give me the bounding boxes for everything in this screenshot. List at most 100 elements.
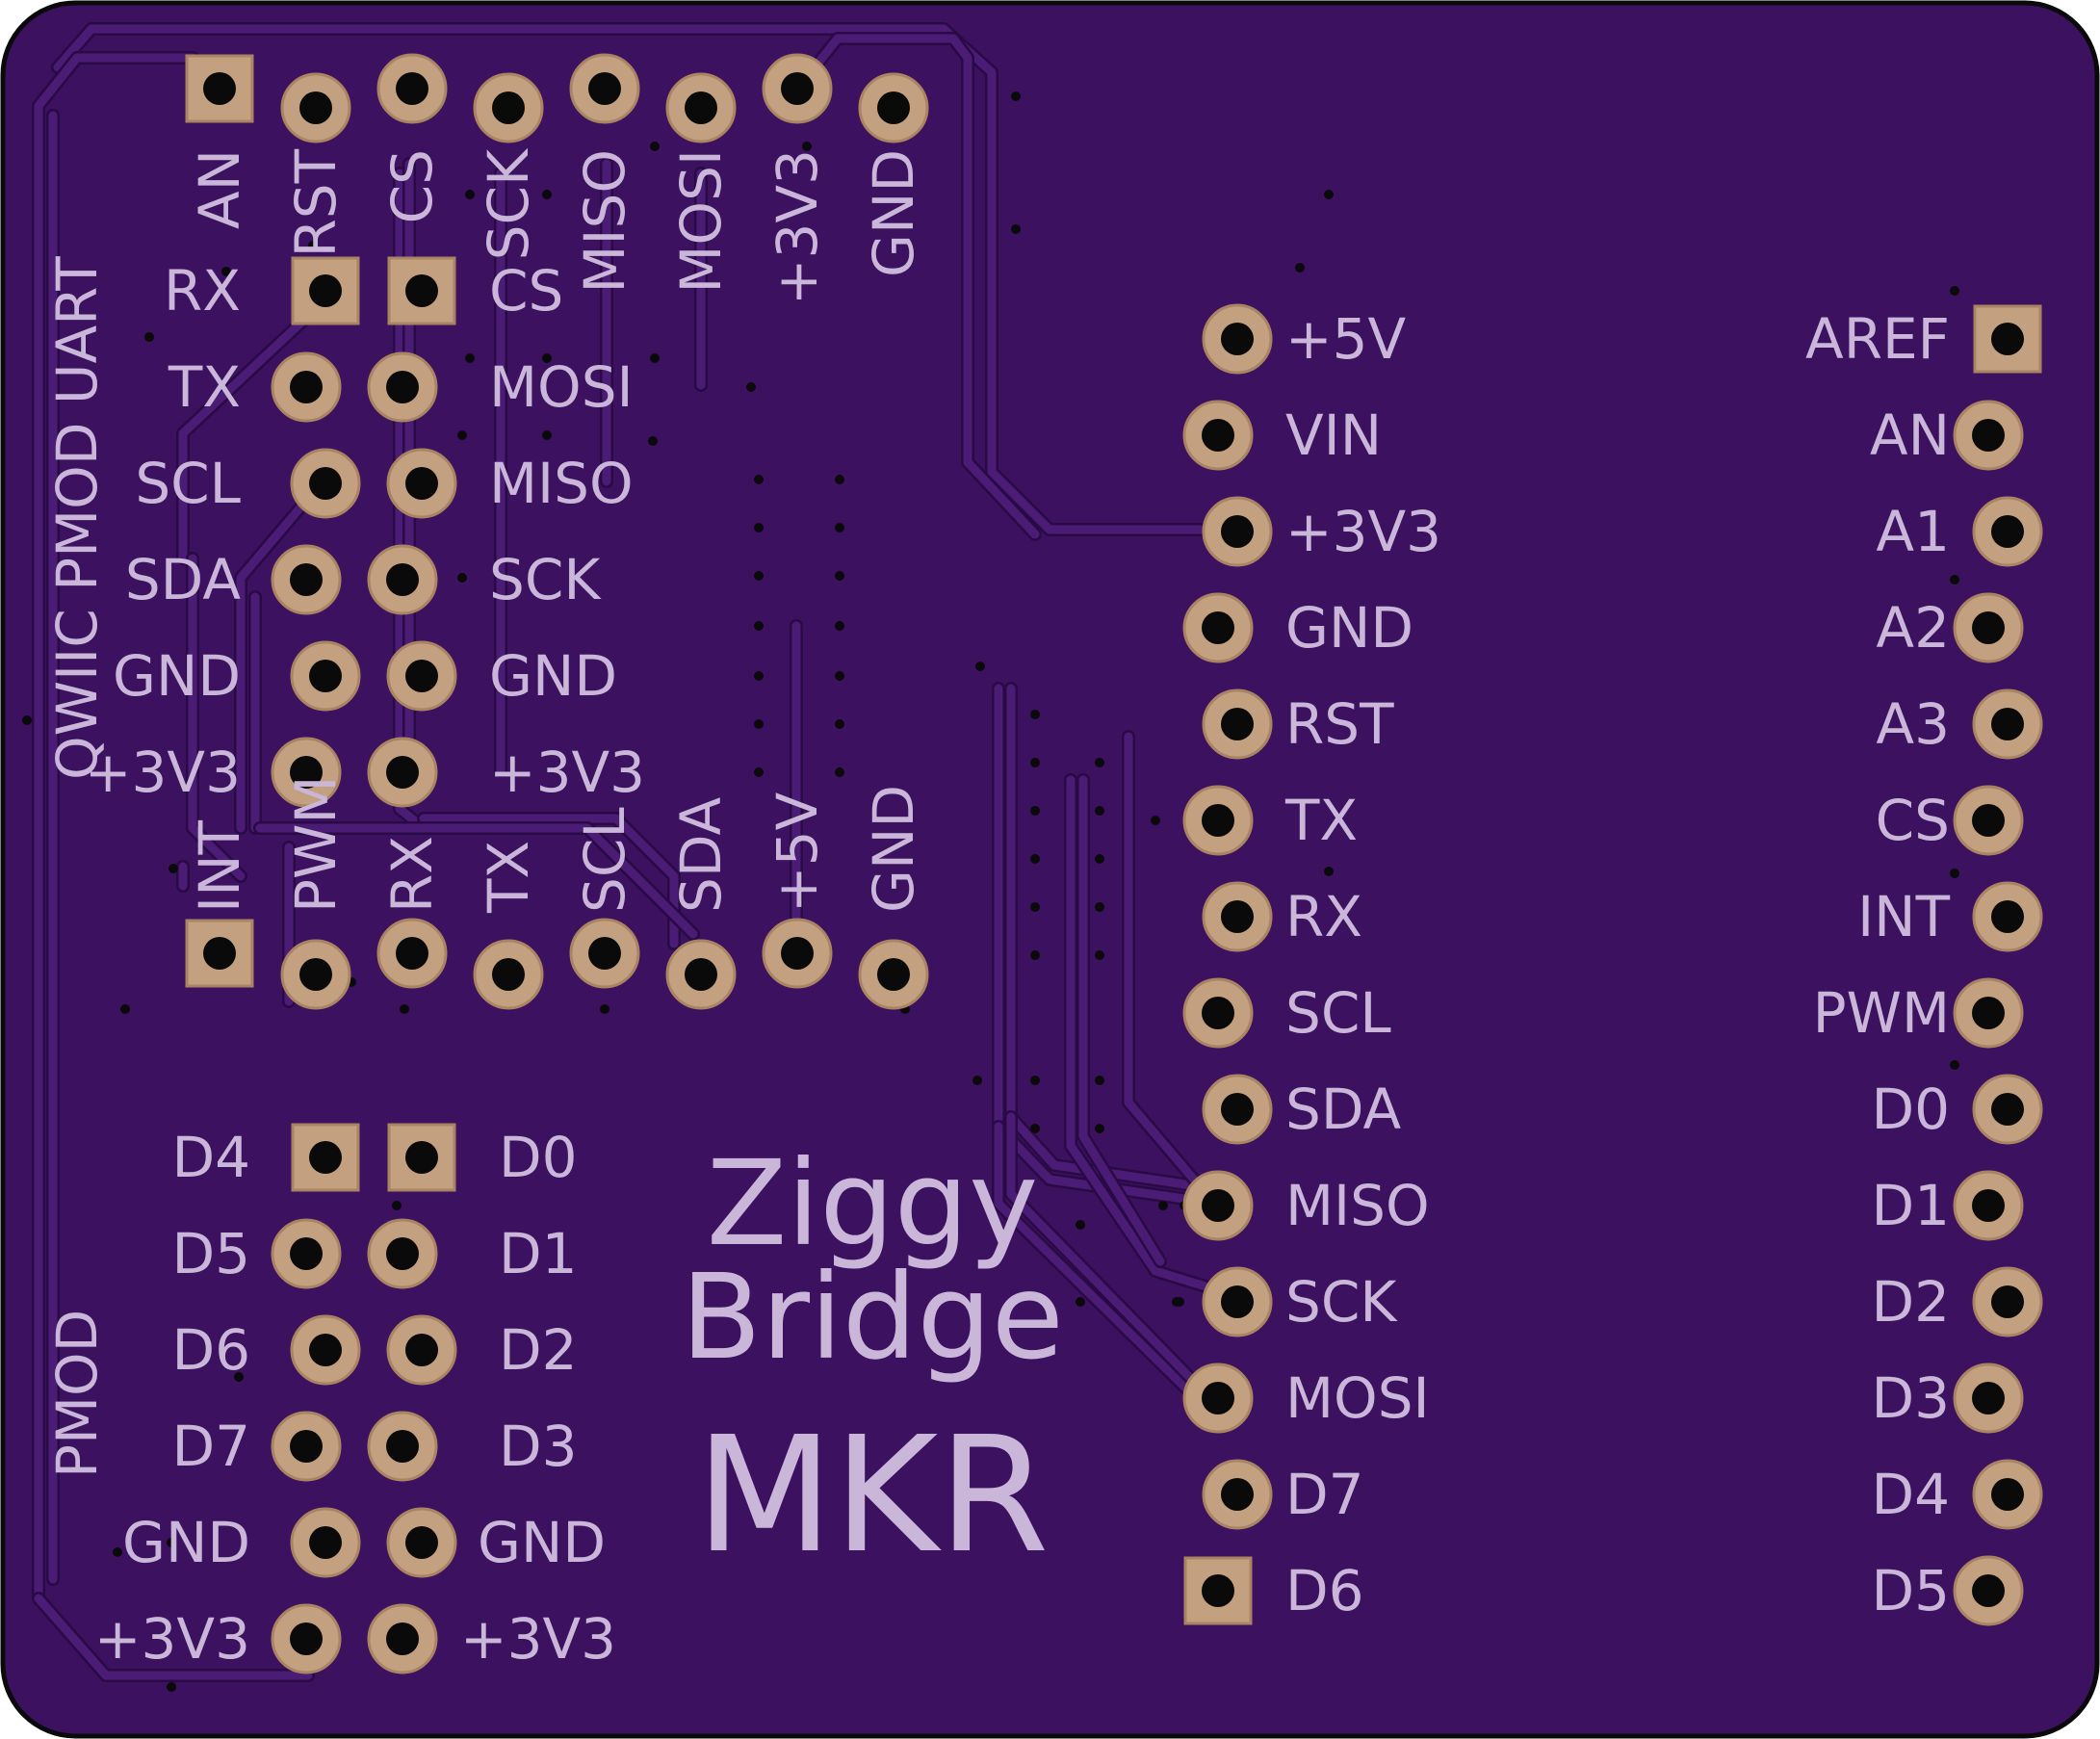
pad-qwiic-left-2 <box>271 351 342 423</box>
mkr-right-label: D4 <box>1871 1462 1950 1527</box>
via <box>600 1004 609 1014</box>
qwiic-left-label: TX <box>168 354 241 420</box>
via <box>221 267 231 276</box>
pad-mkr-left-13 <box>1202 1459 1273 1530</box>
pad-mkr-left-7 <box>1202 881 1273 952</box>
via <box>754 523 764 532</box>
mkr-left-label: MOSI <box>1285 1365 1430 1431</box>
via <box>975 662 985 671</box>
mkr-left-label: SCK <box>1285 1269 1398 1335</box>
via <box>650 353 660 363</box>
top-header-label: SCK <box>476 147 541 260</box>
pad-bottom-3 <box>376 918 448 989</box>
via <box>1011 224 1021 234</box>
bottom-header-label: SDA <box>668 797 734 913</box>
trace <box>34 53 197 1603</box>
title-mkr: MKR <box>695 1403 1049 1589</box>
pad-top-5 <box>569 53 640 124</box>
qwiic-right-label: SCK <box>489 547 602 612</box>
pad-pmod-right-1 <box>387 1123 456 1192</box>
top-header-label: AN <box>187 149 252 229</box>
title-ziggy: Ziggy <box>707 1135 1039 1272</box>
top-header-label: MISO <box>572 149 637 294</box>
mkr-right-label: AN <box>1870 402 1950 468</box>
pad-top-7 <box>762 53 833 124</box>
via <box>144 332 154 342</box>
via <box>167 1538 176 1547</box>
mkr-left-label: D7 <box>1285 1462 1364 1527</box>
qwiic-left-label: +3V3 <box>85 740 241 805</box>
bottom-header-label: RX <box>379 836 445 913</box>
mkr-left-label: GND <box>1285 595 1413 661</box>
mkr-left-label: +5V <box>1285 306 1406 372</box>
via <box>1030 758 1040 767</box>
via <box>1095 1076 1104 1085</box>
pad-pmod-left-5 <box>290 1507 361 1578</box>
via <box>1095 854 1104 864</box>
pad-mkr-right-13 <box>1972 1459 2043 1530</box>
via <box>167 1682 176 1692</box>
mkr-left-labels: +5VVIN+3V3GNDRSTTXRXSCLSDAMISOSCKMOSID7D… <box>1284 306 1441 1623</box>
via <box>1950 286 1959 296</box>
pad-mkr-left-5 <box>1202 688 1273 760</box>
trace <box>1078 775 1165 1266</box>
via <box>754 475 764 484</box>
uart-label: UART <box>44 256 110 404</box>
mkr-right-label: A2 <box>1876 595 1950 661</box>
pad-mkr-left-8 <box>1182 977 1254 1049</box>
via <box>754 719 764 729</box>
top-header-label: +3V3 <box>765 149 830 305</box>
pmod-label: PMOD <box>44 1310 110 1478</box>
via <box>1030 902 1040 912</box>
via <box>1095 806 1104 816</box>
pmod-left-label: D4 <box>171 1125 250 1190</box>
pad-mkr-right-2 <box>1953 400 2024 471</box>
via <box>1030 710 1040 719</box>
pad-mkr-right-10 <box>1953 1170 2024 1241</box>
pmod-left-label: D7 <box>171 1414 250 1479</box>
pmod-left-label: D6 <box>171 1317 250 1383</box>
pad-top-3 <box>376 53 448 124</box>
pad-mkr-right-3 <box>1972 496 2043 567</box>
pad-pmod-left-4 <box>271 1411 342 1482</box>
mkr-right-label: INT <box>1857 884 1950 949</box>
bottom-header-label: INT <box>187 820 252 913</box>
pmod-left-label: +3V3 <box>94 1606 250 1672</box>
via <box>465 353 475 363</box>
pad-top-1 <box>185 54 254 123</box>
via <box>1158 1201 1168 1210</box>
mkr-right-label: D5 <box>1871 1558 1950 1623</box>
pmod-right-label: D1 <box>499 1221 578 1286</box>
pad-mkr-left-3 <box>1202 496 1273 567</box>
pad-mkr-right-11 <box>1972 1266 2043 1337</box>
pad-mkr-left-1 <box>1202 303 1273 375</box>
pad-top-8 <box>858 72 929 143</box>
top-header-label: MOSI <box>668 149 734 294</box>
via <box>308 241 318 250</box>
pad-mkr-right-4 <box>1953 592 2024 663</box>
pad-mkr-left-6 <box>1182 785 1254 856</box>
mkr-left-label: RST <box>1285 691 1394 757</box>
via <box>1030 1076 1040 1085</box>
pad-bottom-6 <box>665 939 737 1010</box>
pad-mkr-right-9 <box>1972 1074 2043 1145</box>
qwiic-right-label: CS <box>489 258 563 324</box>
via <box>542 190 552 199</box>
via <box>113 1547 122 1557</box>
pad-qwiic-right-4 <box>367 544 438 615</box>
via <box>1950 869 1959 878</box>
via <box>835 767 844 777</box>
mkr-left-label: MISO <box>1285 1173 1430 1238</box>
pad-pmod-left-1 <box>291 1123 360 1192</box>
trace <box>994 684 1223 1208</box>
via <box>1030 950 1040 960</box>
pad-pmod-left-6 <box>271 1603 342 1674</box>
pad-qwiic-left-1 <box>291 256 360 325</box>
via <box>835 719 844 729</box>
pad-top-2 <box>280 72 351 143</box>
